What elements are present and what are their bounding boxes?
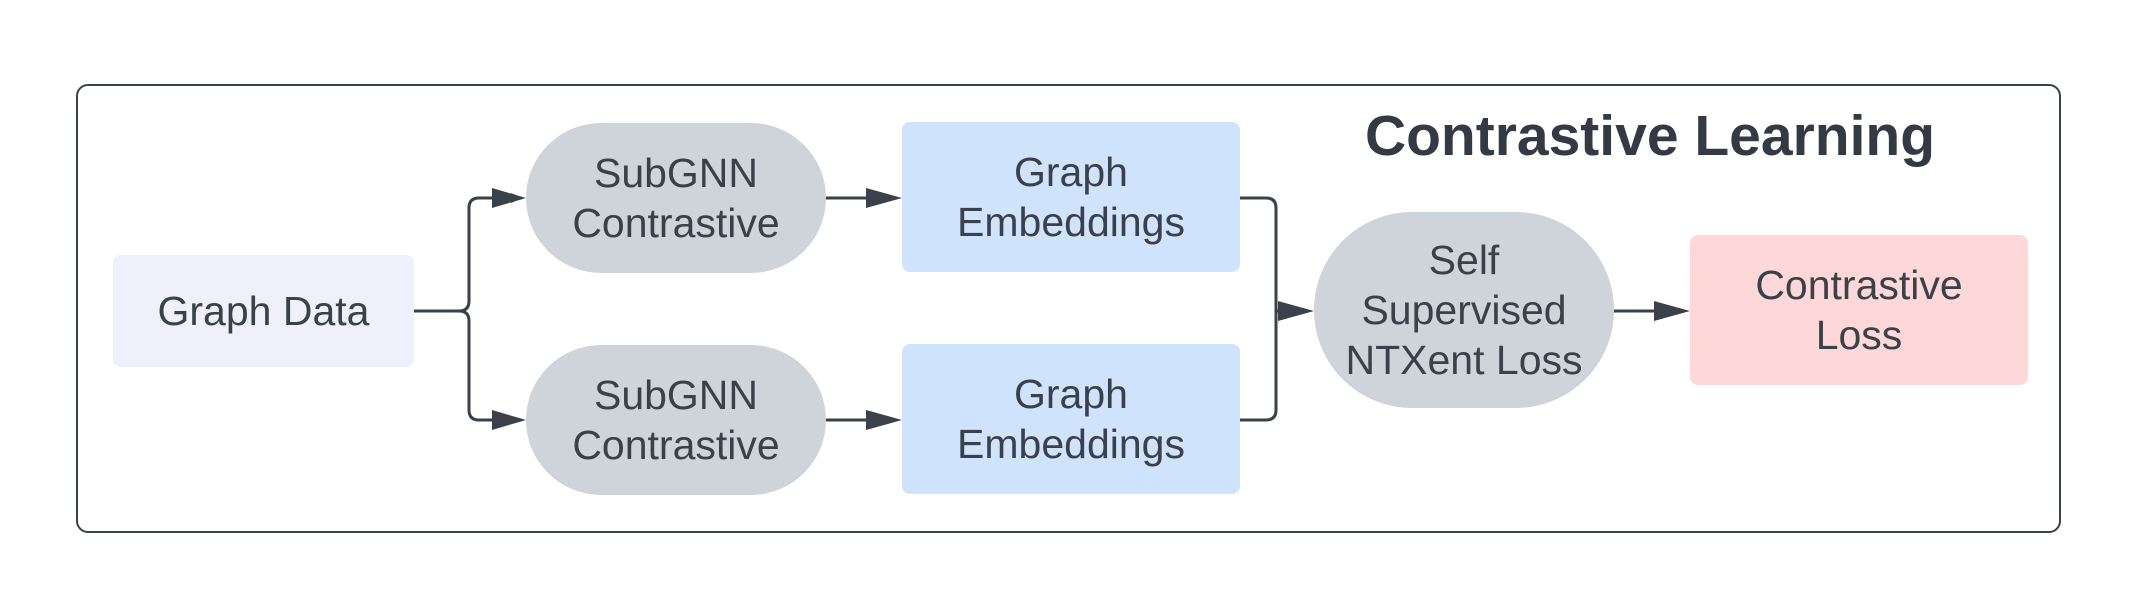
arrowhead-emb-top [866, 188, 902, 208]
node-emb-top-label: Graph Embeddings [957, 148, 1185, 245]
node-emb-bottom: Graph Embeddings [902, 344, 1240, 494]
node-emb-top: Graph Embeddings [902, 122, 1240, 272]
diagram-title: Contrastive Learning [1364, 104, 1936, 168]
diagram-frame [76, 84, 2061, 533]
node-subgnn-top: SubGNN Contrastive [526, 123, 826, 273]
node-contrastive-loss-label: Contrastive Loss [1755, 261, 1963, 358]
arrowhead-subgnn-top [492, 188, 526, 208]
arrowhead-ntxent [1278, 301, 1314, 321]
node-ntxent-loss-label: Self Supervised NTXent Loss [1345, 236, 1583, 383]
node-ntxent-loss: Self Supervised NTXent Loss [1314, 212, 1614, 408]
node-subgnn-bottom-label: SubGNN Contrastive [572, 371, 780, 468]
node-emb-bottom-label: Graph Embeddings [957, 370, 1185, 467]
arrowhead-subgnn-bottom [492, 410, 526, 430]
node-contrastive-loss: Contrastive Loss [1690, 235, 2028, 385]
arrowhead-emb-bottom [866, 410, 902, 430]
node-subgnn-bottom: SubGNN Contrastive [526, 345, 826, 495]
node-graph-data-label: Graph Data [157, 287, 370, 334]
edge-graph-data-to-subgnn-bottom [414, 309, 522, 422]
node-graph-data: Graph Data [113, 255, 414, 367]
node-subgnn-top-label: SubGNN Contrastive [572, 149, 780, 246]
edge-emb-top-to-ntxent [1240, 196, 1278, 422]
arrowhead-loss [1654, 301, 1690, 321]
